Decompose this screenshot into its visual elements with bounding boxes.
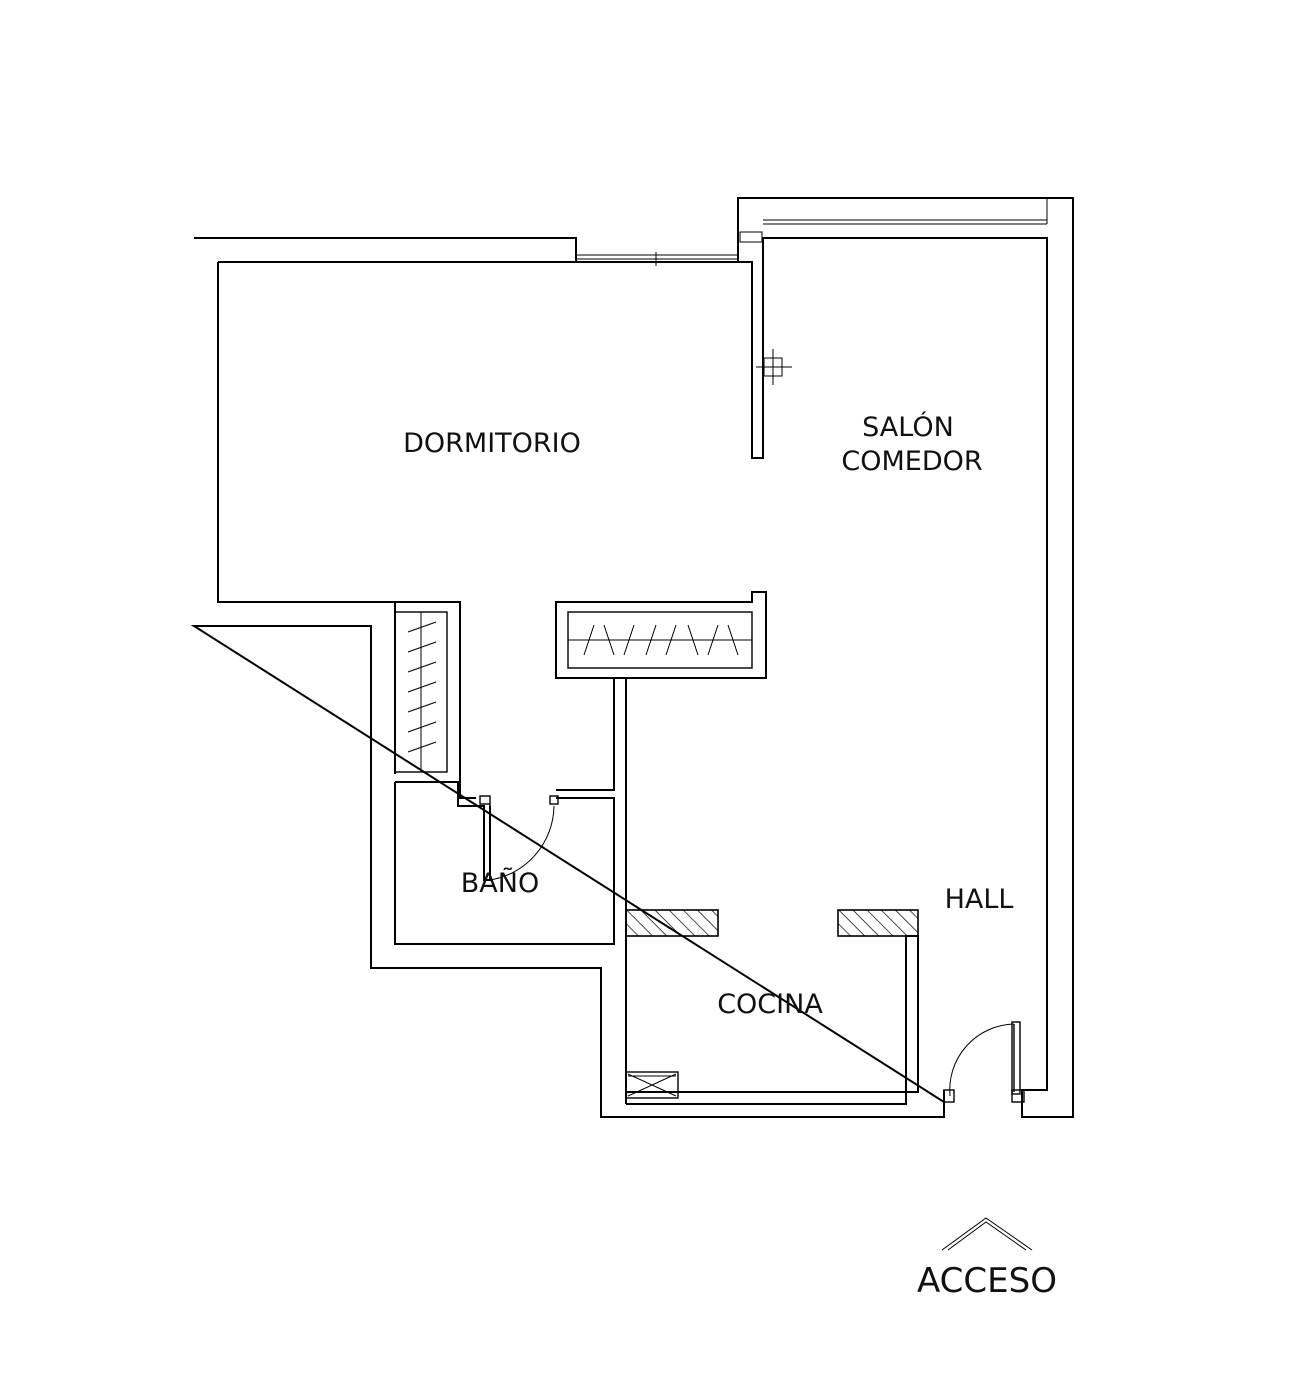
wardrobe-top [555, 591, 767, 679]
room-label-comedor: COMEDOR [841, 446, 982, 477]
dormitorio-wall [395, 601, 476, 799]
kitchen-counter-right [837, 909, 919, 937]
room-label-salon: SALÓN [862, 411, 954, 443]
column-marker [756, 349, 792, 385]
window-top-salon [739, 198, 1048, 243]
access-label: ACCESO [917, 1261, 1057, 1301]
window-top-dormitorio [576, 252, 738, 266]
ventilation-shaft-icon [625, 1071, 679, 1099]
wardrobe-left [394, 611, 448, 773]
entry-door[interactable] [943, 1021, 1025, 1103]
cocina-walls [625, 909, 919, 1105]
kitchen-counter-left [625, 909, 719, 937]
room-label-cocina: COCINA [717, 989, 823, 1020]
bano-walls [394, 781, 615, 945]
inner-wall [217, 237, 1048, 1102]
room-label-hall: HALL [945, 884, 1014, 915]
bano-door[interactable] [489, 804, 555, 881]
bano-salon-partition [556, 678, 627, 1104]
room-label-dormitorio: DORMITORIO [403, 428, 581, 459]
room-label-bano: BAÑO [461, 867, 539, 899]
entrance-chevron-icon [941, 1217, 1033, 1251]
outer-wall [190, 197, 1074, 1118]
